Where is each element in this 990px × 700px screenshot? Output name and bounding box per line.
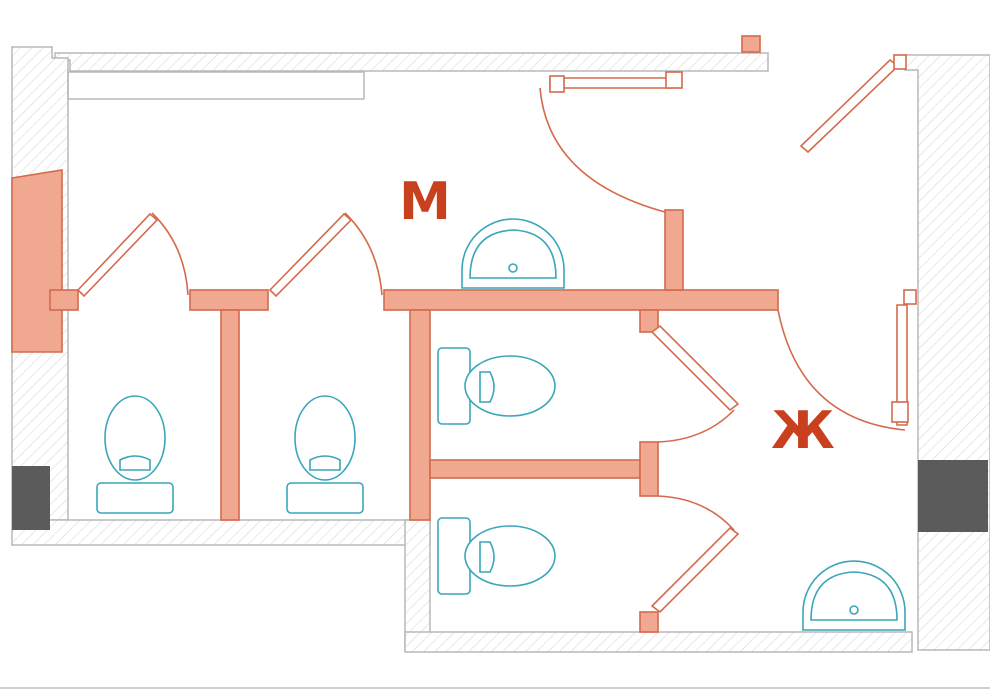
- bottom-left-wall: [11, 519, 431, 546]
- womens-stall-door-2-swing: [657, 495, 735, 531]
- mens-room-label: М: [399, 172, 451, 232]
- stall-divider-1: [220, 309, 240, 521]
- stall-door-1: [76, 212, 159, 298]
- column-right: [918, 460, 988, 532]
- womens-entrance-swing: [777, 309, 906, 431]
- exterior-door-jamb: [893, 54, 907, 70]
- womens-post-middle: [639, 441, 659, 497]
- main-horizontal-partition: [383, 289, 779, 311]
- top-wall: [54, 52, 769, 72]
- toilet-icon: [96, 395, 174, 514]
- womens-door-hinge: [891, 401, 909, 423]
- exterior-door: [799, 58, 900, 154]
- womens-post-bottom: [639, 611, 659, 633]
- partition-between-stalls: [189, 289, 269, 311]
- entry-wall-segment: [664, 209, 684, 291]
- womens-stall-door-2: [650, 526, 740, 614]
- bottom-right-wall: [404, 631, 913, 653]
- doors: [76, 54, 917, 614]
- fixtures: [96, 218, 906, 631]
- top-salmon-block: [741, 35, 761, 53]
- mens-door-jamb: [665, 71, 683, 89]
- womens-stall-door-1-swing: [657, 409, 735, 443]
- right-wall: [904, 54, 990, 651]
- mens-partitions: [49, 209, 779, 521]
- toilet-icon: [437, 517, 556, 595]
- shelf: [67, 71, 365, 100]
- womens-post-top: [639, 309, 659, 333]
- stall-door-2-swing: [344, 212, 383, 296]
- womens-partitions: [429, 309, 659, 633]
- womens-room-label: Ж: [771, 401, 835, 461]
- column-left: [12, 466, 50, 530]
- mens-door-hinge: [549, 75, 565, 93]
- mens-entrance-swing: [539, 87, 666, 213]
- stall-divider-2: [409, 309, 431, 521]
- sink-icon: [461, 218, 565, 289]
- mens-entrance-door: [549, 77, 673, 89]
- toilet-icon: [437, 347, 556, 425]
- womens-entrance-door: [896, 304, 908, 426]
- partition-stub-left: [49, 289, 79, 311]
- womens-door-jamb-top: [903, 289, 917, 305]
- womens-stall-divider: [429, 459, 641, 479]
- toilet-icon: [286, 395, 364, 514]
- left-salmon-panel: [11, 169, 63, 353]
- lower-middle-wall: [404, 519, 431, 651]
- stall-door-1-swing: [151, 212, 189, 296]
- stall-door-2: [268, 212, 353, 298]
- sink-icon: [802, 560, 906, 631]
- womens-stall-door-1: [650, 324, 740, 412]
